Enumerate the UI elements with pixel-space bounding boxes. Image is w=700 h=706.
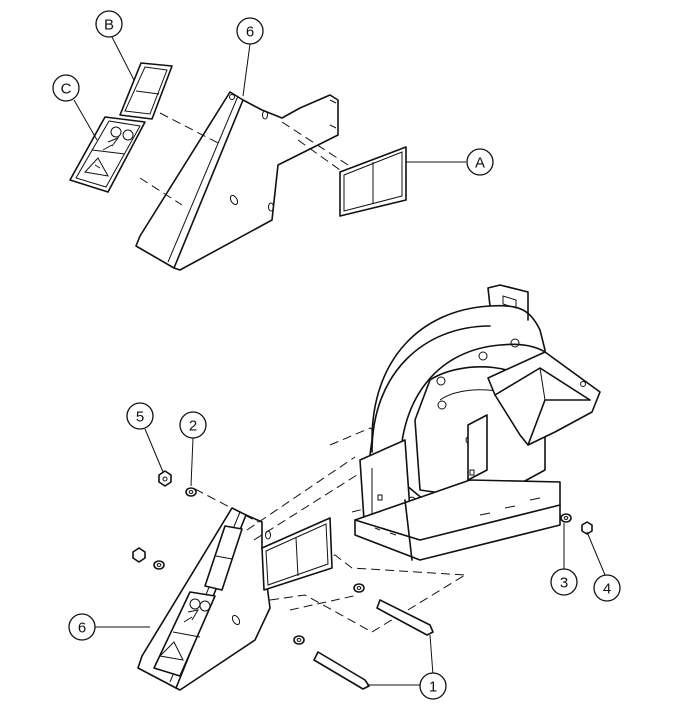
callout-three: 3 — [550, 568, 578, 596]
callout-label: C — [61, 81, 72, 98]
callout-one: 1 — [419, 672, 447, 700]
callout-label: 6 — [246, 24, 254, 41]
callout-b-top: B — [95, 10, 123, 38]
callout-label: 3 — [560, 575, 568, 592]
top-alignment-lines — [139, 112, 349, 206]
callout-four: 4 — [593, 574, 621, 602]
callout-label: B — [104, 17, 114, 34]
callout-label: 1 — [429, 679, 437, 696]
decal-a-top — [339, 146, 407, 217]
callout-label: A — [475, 155, 485, 172]
decal-c-bottom — [153, 591, 216, 677]
shield-panel-top — [135, 91, 244, 269]
decal-b-bottom — [204, 525, 243, 591]
callout-label: 2 — [189, 418, 197, 435]
callout-label: 6 — [78, 620, 86, 637]
decal-c-top — [69, 116, 146, 193]
callout-six-bottom: 6 — [68, 613, 96, 641]
washer-3 — [560, 513, 572, 523]
callout-six-top: 6 — [236, 17, 264, 45]
shield-panel-top-side — [173, 94, 339, 271]
decal-b-top — [119, 62, 173, 120]
top-bracket-assembly — [135, 91, 339, 271]
callout-c-top: C — [52, 74, 80, 102]
outlet-chute — [487, 351, 601, 446]
hardware — [132, 470, 593, 690]
housing-base — [354, 479, 561, 561]
callout-a-top: A — [466, 148, 494, 176]
decal-a-bottom — [261, 517, 333, 591]
callout-five: 5 — [126, 402, 154, 430]
callout-label: 4 — [603, 581, 611, 598]
callout-label: 5 — [136, 409, 144, 426]
nut-5 — [158, 470, 172, 487]
leader-lines — [73, 36, 606, 686]
washer-2 — [185, 487, 197, 497]
bolt-upper — [376, 599, 434, 636]
callout-two: 2 — [179, 411, 207, 439]
bolt-lower — [313, 651, 370, 690]
nut-4 — [581, 521, 593, 535]
blower-housing — [354, 284, 601, 561]
